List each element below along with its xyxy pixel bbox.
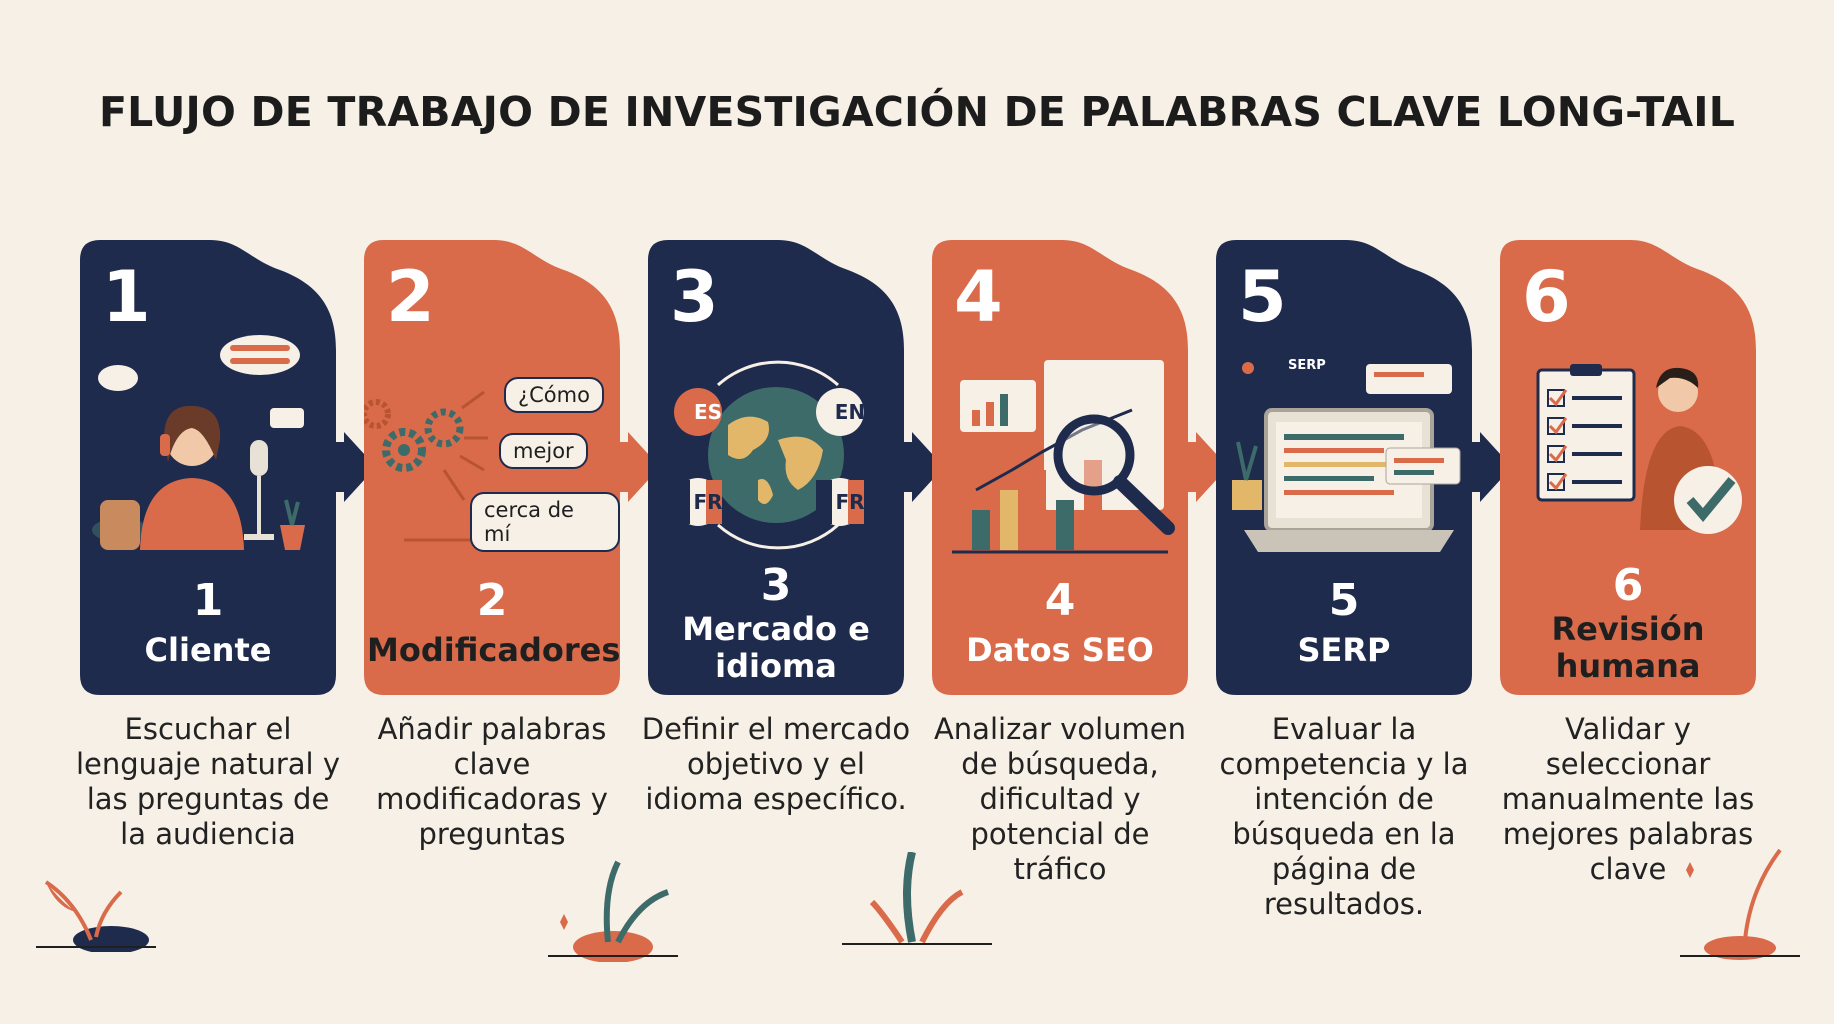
step-number: 4 [954,256,1003,338]
plant-decoration-icon [36,880,156,952]
language-badge-es: ES [693,400,723,424]
step-number: 6 [1522,256,1571,338]
step-4-card: 4 4 Datos SEO [932,240,1188,695]
modifier-chip-como: ¿Cómo [504,377,604,413]
step-label-area: 3 Mercado e idioma [648,552,904,695]
step-2-description: Añadir palabras clave modificadoras y pr… [376,712,608,851]
arrow-connector-2 [610,432,660,502]
step-label-number: 6 [1612,559,1644,611]
step-number: 5 [1238,256,1287,338]
step-number: 1 [102,256,151,338]
step-label-number: 3 [760,559,792,611]
plant-decoration-icon [548,860,678,962]
analytics-magnifier-icon [952,360,1175,554]
step-label-number: 4 [1044,575,1076,626]
language-badge-fr-right: FR [835,490,865,514]
step-label-number: 1 [192,575,224,626]
plant-decoration-icon [842,852,992,945]
step-4-description: Analizar volumen de búsqueda, dificultad… [933,712,1187,886]
step-label-area: 1 Cliente [80,552,336,695]
modifier-chip-cerca: cerca de mí [470,492,620,552]
arrow-connector-4 [1178,432,1228,502]
listening-person-icon [92,335,305,550]
step-label-area: 6 Revisión humana [1500,552,1756,695]
step-card-shape [364,240,620,695]
arrow-connector-5 [1462,432,1512,502]
step-1-card: 1 1 Cliente [80,240,336,695]
globe-languages-icon [674,360,864,550]
page-title: FLUJO DE TRABAJO DE INVESTIGACIÓN DE PAL… [98,88,1736,136]
step-6-card: 6 6 Revisión humana [1500,240,1756,695]
step-label: Datos SEO [966,631,1154,670]
step-3-description: Definir el mercado objetivo y el idioma … [641,712,911,816]
step-1-description: Escuchar el lenguaje natural y las pregu… [76,712,340,851]
step-3-card: 3 ES EN FR FR 3 Mercado e idioma [648,240,904,695]
language-badge-en: EN [834,400,866,424]
arrow-connector-3 [894,432,944,502]
step-label-number: 5 [1328,575,1360,626]
step-label: Mercado e idioma [682,609,870,685]
step-6-description: Validar y seleccionar manualmente las me… [1501,712,1755,886]
step-label-number: 2 [476,575,508,626]
arrow-connector-1 [326,432,376,502]
step-label: Cliente [144,631,272,670]
serp-tag: SERP [1288,358,1326,373]
step-label: Revisión humana [1551,609,1705,685]
step-number: 2 [386,256,435,338]
step-number: 3 [670,256,719,338]
step-2-card: 2 ¿Cómo mejor cerca de mí 2 Modificadore… [364,240,620,695]
laptop-serp-icon [1232,362,1461,552]
modifier-chip-mejor: mejor [499,433,588,469]
language-badge-fr-left: FR [693,490,723,514]
step-5-description: Evaluar la competencia y la intención de… [1219,712,1469,921]
checklist-review-icon [1536,364,1742,534]
step-label: Modificadores [367,631,621,670]
step-label-area: 2 Modificadores [364,552,620,695]
plant-decoration-icon [1680,848,1800,960]
step-label-area: 5 SERP [1216,552,1472,695]
step-label: SERP [1297,631,1391,670]
step-label-area: 4 Datos SEO [932,552,1188,695]
step-5-card: 5 SERP 5 SERP [1216,240,1472,695]
